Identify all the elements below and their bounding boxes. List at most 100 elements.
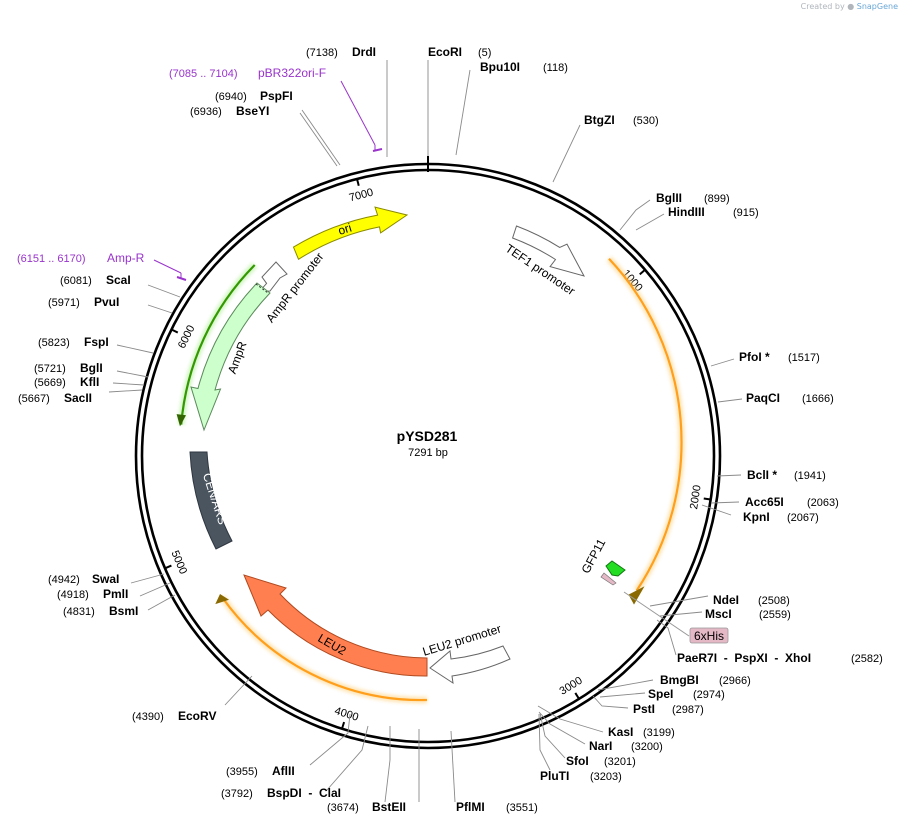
site-pos-pluti: (3203) — [590, 771, 622, 783]
tag-6xhis-label: 6xHis — [694, 629, 724, 643]
site-pos-swai: (4942) — [48, 574, 80, 586]
primer-amp-r: (6151 .. 6170) Amp-R — [17, 251, 187, 281]
feature-leu2-promoter-arrow — [429, 645, 511, 685]
site-pos-acc65i: (2063) — [807, 497, 839, 509]
bp-tick-label: 5000 — [168, 549, 189, 576]
site-pos-pmli: (4918) — [57, 589, 89, 601]
site-name-hindiii: HindIII — [668, 205, 705, 219]
site-name-acc65i: Acc65I — [745, 495, 784, 509]
feature-ori-arrow — [292, 206, 409, 261]
feature-gfp11-arrow — [605, 560, 626, 577]
site-name-sfoi: SfoI — [566, 754, 589, 768]
site-pos-paer7i-pspxi-xhoi: (2582) — [851, 653, 883, 665]
site-name-kfli: KflI — [80, 375, 99, 389]
site-name-swai: SwaI — [92, 572, 119, 586]
site-name-sacii: SacII — [64, 391, 92, 405]
bp-tick-mark — [171, 328, 179, 334]
snapgene-credit: Created by ● SnapGene — [801, 2, 898, 11]
restriction-site-labels: (7138) DrdI EcoRI (5) Bpu10I (118) (6940… — [18, 45, 883, 814]
site-name-kpni: KpnI — [743, 510, 770, 524]
site-name-nari: NarI — [589, 739, 612, 753]
site-pos-bspdi-clai: (3792) — [221, 788, 253, 800]
site-name-pmli: PmlI — [103, 587, 128, 601]
site-name-aflii: AflII — [272, 764, 295, 778]
bp-tick-mark — [356, 178, 360, 186]
feature-cen-ars-block — [189, 451, 233, 550]
feature-ampr-arrow — [190, 282, 271, 432]
bp-tick-mark — [639, 269, 646, 276]
site-name-kasi: KasI — [608, 725, 633, 739]
site-name-bspdi-clai: BspDI - ClaI — [267, 786, 341, 800]
site-pos-kpni: (2067) — [787, 512, 819, 524]
site-name-scai: ScaI — [106, 273, 131, 287]
site-pos-hindiii: (915) — [733, 207, 759, 219]
site-pos-ndei: (2508) — [758, 595, 790, 607]
tag-6xhis: 6xHis — [623, 591, 729, 644]
site-pos-aflii: (3955) — [226, 766, 258, 778]
orf-leu2-arrow-icon — [215, 594, 229, 605]
site-name-psti: PstI — [633, 702, 655, 716]
credit-prefix: Created by — [800, 2, 845, 11]
site-name-bcli: BclI * — [747, 468, 777, 482]
site-name-spei: SpeI — [648, 687, 673, 701]
site-pos-bseyi: (6936) — [190, 106, 222, 118]
site-name-pluti: PluTI — [540, 769, 569, 783]
site-name-paqci: PaqCI — [746, 391, 780, 405]
bp-tick-label: 6000 — [176, 323, 198, 350]
feature-gfp11-label: GFP11 — [579, 536, 609, 576]
orf-tef1-arrow-icon — [628, 586, 645, 605]
bp-tick-mark — [164, 564, 172, 570]
site-pos-paqci: (1666) — [802, 393, 834, 405]
site-pos-bsmi: (4831) — [63, 606, 95, 618]
site-name-bmgbi: BmgBI — [660, 673, 699, 687]
site-pos-nari: (3200) — [631, 741, 663, 753]
site-pos-bcli: (1941) — [794, 470, 826, 482]
bp-tick-mark — [574, 692, 580, 700]
site-leader-lines — [108, 60, 743, 803]
credit-brand: SnapGene — [856, 2, 898, 11]
feature-leu2-arrow — [243, 574, 428, 677]
site-name-ecorv: EcoRV — [178, 709, 216, 723]
site-name-bpu10i: Bpu10I — [480, 60, 520, 74]
site-pos-bmgbi: (2966) — [719, 675, 751, 687]
site-name-ecori: EcoRI — [428, 45, 462, 59]
bp-tick-label: 4000 — [333, 705, 360, 724]
site-pos-scai: (6081) — [60, 275, 92, 287]
site-name-paer7i-pspxi-xhoi: PaeR7I - PspXI - XhoI — [677, 651, 811, 665]
orf-ampr — [176, 262, 258, 427]
site-name-drdi: DrdI — [352, 45, 376, 59]
site-name-bgli: BglI — [80, 361, 103, 375]
site-pos-ecorv: (4390) — [132, 711, 164, 723]
site-name-pvui: PvuI — [94, 295, 119, 309]
site-pos-kfli: (5669) — [34, 377, 66, 389]
bp-tick-label: 7000 — [348, 187, 375, 205]
site-name-bseyi: BseYI — [236, 104, 269, 118]
site-name-pflmi: PflMI — [456, 800, 485, 814]
site-pos-btgzi: (530) — [633, 115, 659, 127]
ampr-promoter-overlap-icon — [255, 283, 269, 294]
site-pos-spei: (2974) — [693, 689, 725, 701]
site-pos-drdi: (7138) — [306, 47, 338, 59]
site-pos-bglii: (899) — [704, 193, 730, 205]
site-pos-psti: (2987) — [672, 704, 704, 716]
primer-amp-r-name: Amp-R — [107, 251, 145, 265]
primer-pbr322ori-f-range: (7085 .. 7104) — [169, 68, 238, 80]
feature-tef1-promoter-arrow — [511, 225, 585, 277]
site-pos-bgli: (5721) — [34, 363, 66, 375]
orf-leu2 — [215, 594, 428, 704]
site-name-bsteii: BstEII — [372, 800, 406, 814]
site-name-ndei: NdeI — [713, 593, 739, 607]
site-name-pfoi: PfoI * — [739, 350, 770, 364]
site-pos-kasi: (3199) — [643, 727, 675, 739]
site-pos-msci: (2559) — [759, 609, 791, 621]
orf-ampr-arrow-icon — [176, 414, 186, 427]
site-pos-sacii: (5667) — [18, 393, 50, 405]
bp-tick-mark — [703, 497, 711, 501]
feature-ampr-promoter-arrow — [257, 261, 288, 293]
bp-tick-mark — [341, 721, 346, 730]
feature-ori-label: ori — [336, 221, 353, 238]
site-pos-fspi: (5823) — [38, 337, 70, 349]
site-pos-sfoi: (3201) — [604, 756, 636, 768]
bp-tick-label: 3000 — [558, 675, 585, 698]
site-name-pspfi: PspFI — [260, 89, 293, 103]
